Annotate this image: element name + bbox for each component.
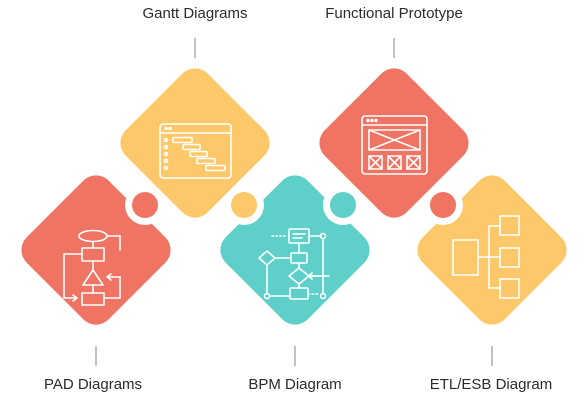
junction-ring-3 xyxy=(323,185,363,225)
label-gantt-diagrams: Gantt Diagrams xyxy=(142,5,248,22)
gantt-diamond xyxy=(120,68,270,218)
functional-diamond xyxy=(319,68,469,218)
junction-ring-4 xyxy=(423,185,463,225)
bpm-flowchart-icon xyxy=(258,228,330,300)
etl-tree-icon xyxy=(452,215,520,299)
wireframe-window-icon xyxy=(361,115,428,175)
label-functional-prototype: Functional Prototype xyxy=(325,5,463,22)
label-bpm-diagram: BPM Diagram xyxy=(248,376,342,393)
label-etl-esb-diagram: ETL/ESB Diagram xyxy=(429,376,553,393)
label-pad-diagrams: PAD Diagrams xyxy=(43,376,143,393)
junction-ring-1 xyxy=(125,185,165,225)
junction-ring-2 xyxy=(224,185,264,225)
gantt-chart-icon xyxy=(159,123,232,179)
pad-flowchart-icon xyxy=(63,229,121,306)
